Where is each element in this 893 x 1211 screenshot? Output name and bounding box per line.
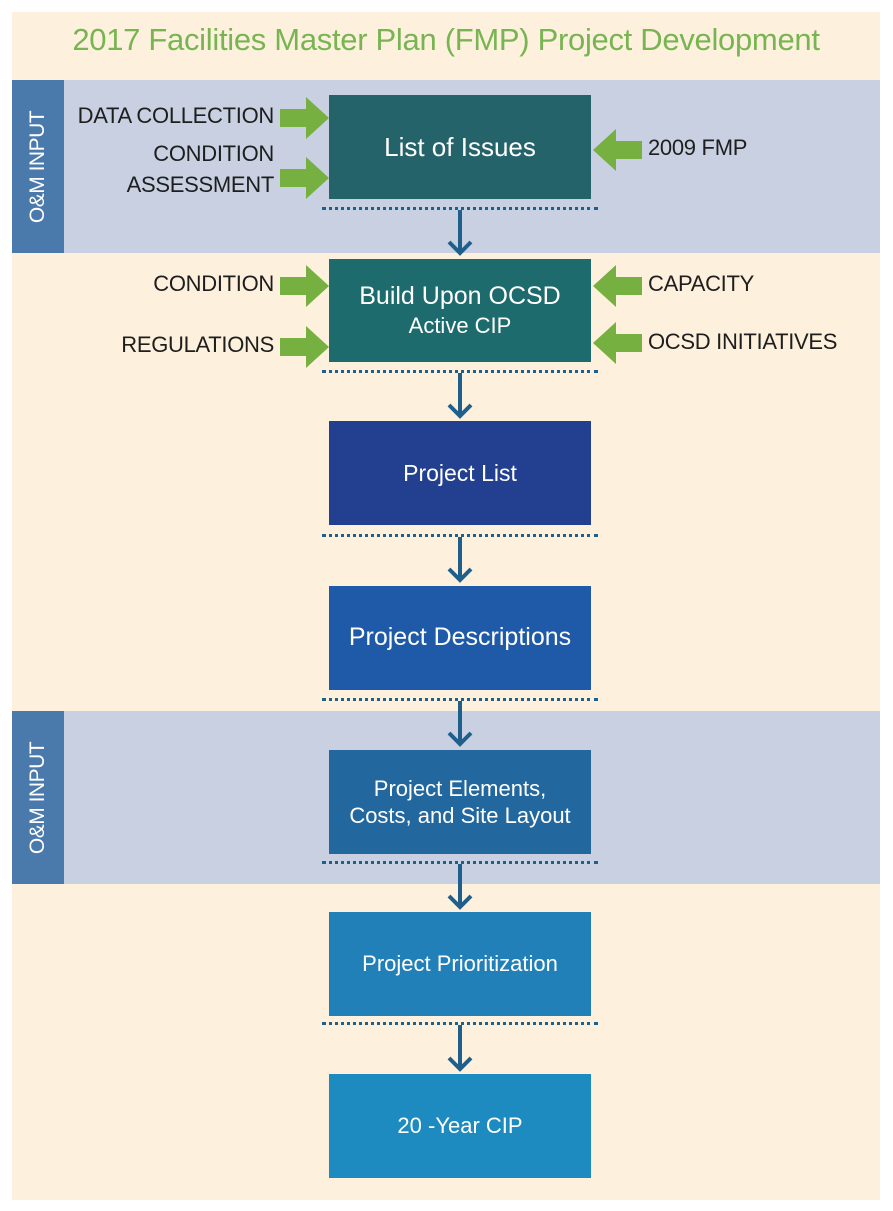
step-project-list-text: Project List [403,459,517,486]
step-build-upon-active-cip: Build Upon OCSD Active CIP [329,259,591,362]
separator-2 [322,370,598,373]
connector-2 [447,373,473,419]
diagram-title: 2017 Facilities Master Plan (FMP) Projec… [72,22,820,57]
separator-1 [322,207,598,210]
input-label-condition-assessment: CONDITION ASSESSMENT [126,141,275,197]
flowchart-canvas: O&M INPUT O&M INPUT 2017 Facilities Mast… [12,12,880,1200]
separator-4 [322,698,598,701]
connector-4 [447,701,473,747]
arrow-data-collection [280,97,329,139]
step-list-of-issues: List of Issues [329,95,591,199]
om-input-tab-top: O&M INPUT [12,80,64,253]
step-project-descriptions: Project Descriptions [329,586,591,690]
separator-5 [322,861,598,864]
step-20-year-cip-text: 20 -Year CIP [397,1113,523,1139]
input-label-data-collection: DATA COLLECTION [77,103,275,128]
arrow-condition-assessment [280,157,329,199]
separator-3 [322,534,598,537]
input-label-2009-fmp: 2009 FMP [648,135,748,160]
step-list-of-issues-text: List of Issues [384,131,536,162]
step-project-prioritization: Project Prioritization [329,912,591,1016]
connector-3 [447,537,473,583]
step-project-prioritization-text: Project Prioritization [362,951,558,977]
connector-5 [447,864,473,910]
step-build-upon-line2: Active CIP [408,313,512,339]
step-20-year-cip: 20 -Year CIP [329,1074,591,1178]
input-label-ocsd-initiatives: OCSD INITIATIVES [648,329,838,354]
connector-1 [447,210,473,256]
step-project-descriptions-text: Project Descriptions [348,623,572,652]
input-label-regulations: REGULATIONS [121,332,274,357]
arrow-capacity [593,265,642,307]
om-input-tab-bottom: O&M INPUT [12,711,64,884]
arrow-ocsd-initiatives [593,322,642,364]
step-project-elements: Project Elements, Costs, and Site Layout [329,750,591,854]
arrow-regulations [280,326,329,368]
connector-6 [447,1025,473,1072]
input-label-capacity: CAPACITY [648,271,754,296]
arrows-layer [280,97,642,1072]
separator-6 [322,1022,598,1025]
input-label-condition: CONDITION [153,271,274,296]
step-build-upon-line1: Build Upon OCSD [359,282,561,311]
arrow-2009-fmp [593,129,642,171]
om-input-band-bottom: O&M INPUT [12,711,880,884]
step-project-elements-line1: Project Elements, [373,775,547,801]
arrow-condition [280,265,329,307]
step-project-elements-line2: Costs, and Site Layout [349,803,571,828]
step-project-list: Project List [329,421,591,525]
